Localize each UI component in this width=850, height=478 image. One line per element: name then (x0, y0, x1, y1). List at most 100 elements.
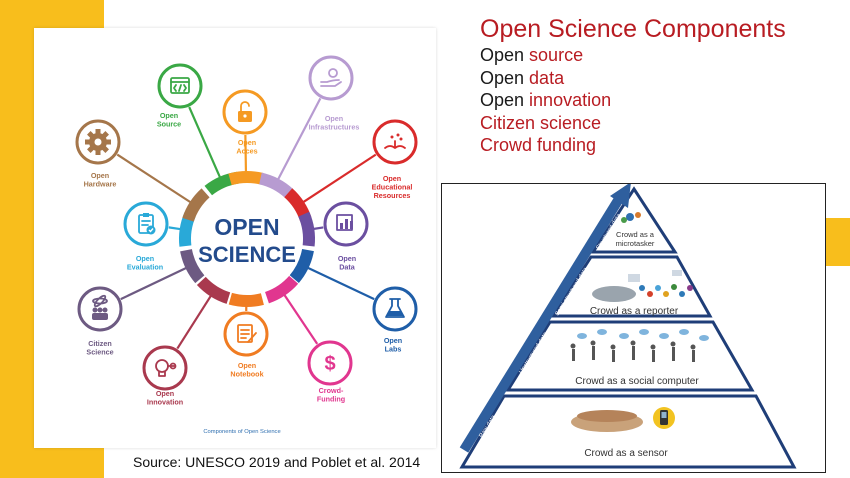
crowd-funding-ring-segment (264, 275, 299, 304)
component-open-data: Open data (480, 67, 565, 88)
code-window-icon (170, 77, 190, 94)
citizen-science-ring-segment (180, 248, 205, 284)
open-innovation-connector (176, 294, 213, 350)
dollar-icon: $ (324, 353, 335, 375)
pyramid-level-microtasker (590, 186, 678, 254)
open-source-label: Open (160, 111, 178, 120)
open-labs-connector (306, 266, 375, 301)
center-disc (192, 184, 302, 294)
citizen-science-connector (120, 266, 188, 301)
level-label-sensor: Crowd as a sensor (584, 448, 668, 459)
open-hardware-label: Open (91, 171, 109, 180)
speech-bubbles (577, 329, 709, 341)
open-educational-resources-label: Open (383, 174, 401, 183)
data-chart-icon (336, 214, 353, 231)
title-block: Open Science Components Open source Open… (480, 14, 786, 157)
crowd-funding-node: $ Crowd-Funding (307, 340, 353, 404)
page-title: Open Science Components (480, 15, 786, 43)
component-open-innovation: Open innovation (480, 90, 612, 110)
open-notebook-ring-segment (228, 292, 264, 307)
pyramid-level-social-computer (505, 320, 755, 392)
open-infrastructures-circle (308, 55, 354, 101)
level-label-microtasker-2: microtasker (616, 239, 655, 248)
open-innovation-label: Open (156, 389, 174, 398)
crowd-funding-label: Crowd- (319, 386, 344, 395)
unlocked-padlock-icon (238, 101, 252, 122)
open-innovation-ring-segment (196, 276, 231, 304)
level-label-microtasker-1: Crowd as a (616, 230, 655, 239)
component-citizen-science: Citizen science (480, 112, 602, 133)
yellow-accent-right (826, 218, 850, 266)
crowd-funding-connector (282, 293, 319, 345)
people-atom-icon (92, 294, 108, 320)
open-infrastructures-ring-segment (258, 172, 293, 198)
notebook-pencil-icon (237, 324, 257, 343)
hand-gear-icon (320, 68, 342, 87)
open-educational-resources-connector (301, 153, 377, 204)
open-evaluation-circle (123, 201, 169, 247)
crowd-illustration (571, 410, 643, 432)
component-nodes: OpenSourceOpenAccesOpenInfrastructuresOp… (75, 55, 418, 407)
gear-icon (85, 129, 111, 155)
open-infrastructures-label: Open (325, 114, 343, 123)
open-data-label: Data (339, 263, 356, 272)
clipboard-check-icon (138, 213, 156, 235)
crowd-pyramid: Raw data Unstructured data Semi-structur… (459, 184, 797, 469)
open-access-label: Open (238, 138, 256, 147)
open-educational-resources-label: Resources (374, 191, 411, 200)
pyramid-level-reporter (550, 255, 713, 318)
open-evaluation-label: Open (136, 254, 154, 263)
open-notebook-label: Open (238, 361, 256, 370)
open-data-label: Open (338, 254, 356, 263)
connector-lines (116, 97, 377, 350)
source-citation: Source: UNESCO 2019 and Poblet et al. 20… (133, 454, 421, 470)
center-title-line2: SCIENCE (198, 242, 296, 267)
svg-text:$: $ (324, 353, 335, 375)
open-book-icon (384, 133, 406, 149)
open-hardware-label: Hardware (84, 180, 117, 189)
pyramid-level-sensor (459, 394, 797, 469)
citizen-science-label: Citizen (88, 339, 112, 348)
level-label-reporter: Crowd as a reporter (590, 306, 679, 317)
crowd-funding-circle (307, 340, 353, 386)
open-labs-circle (372, 286, 418, 332)
open-labs-label: Labs (385, 345, 402, 354)
open-source-connector (188, 106, 222, 179)
arrow-head (610, 184, 631, 208)
component-open-source: Open source (480, 45, 584, 65)
crowd-funding-label: Funding (317, 395, 345, 404)
open-evaluation-connector (168, 226, 182, 231)
open-access-connector (244, 134, 248, 174)
open-educational-resources-label: Educational (372, 183, 413, 192)
open-innovation-label: Innovation (147, 398, 183, 407)
open-infrastructures-connector (276, 97, 322, 181)
open-access-ring-segment (228, 171, 264, 186)
center-title-line1: OPEN (214, 214, 279, 240)
phone-sensor-icon (653, 407, 675, 429)
open-hardware-ring-segment (182, 188, 210, 222)
component-crowd-funding: Crowd funding (480, 135, 597, 155)
center-ring (179, 171, 315, 307)
diagram-caption: Components of Open Science (203, 429, 280, 435)
open-evaluation-label: Evaluation (127, 263, 163, 272)
level-label-social-computer: Crowd as a social computer (575, 376, 699, 387)
open-notebook-label: Notebook (230, 370, 263, 379)
open-science-wheel: OpenSourceOpenAccesOpenInfrastructuresOp… (75, 55, 418, 435)
data-structure-arrow (459, 191, 627, 453)
flask-icon (385, 298, 405, 318)
open-data-ring-segment (298, 211, 315, 247)
lightbulb-icon (155, 359, 177, 377)
open-hardware-connector (116, 153, 193, 204)
open-access-label: Acces (236, 147, 257, 156)
